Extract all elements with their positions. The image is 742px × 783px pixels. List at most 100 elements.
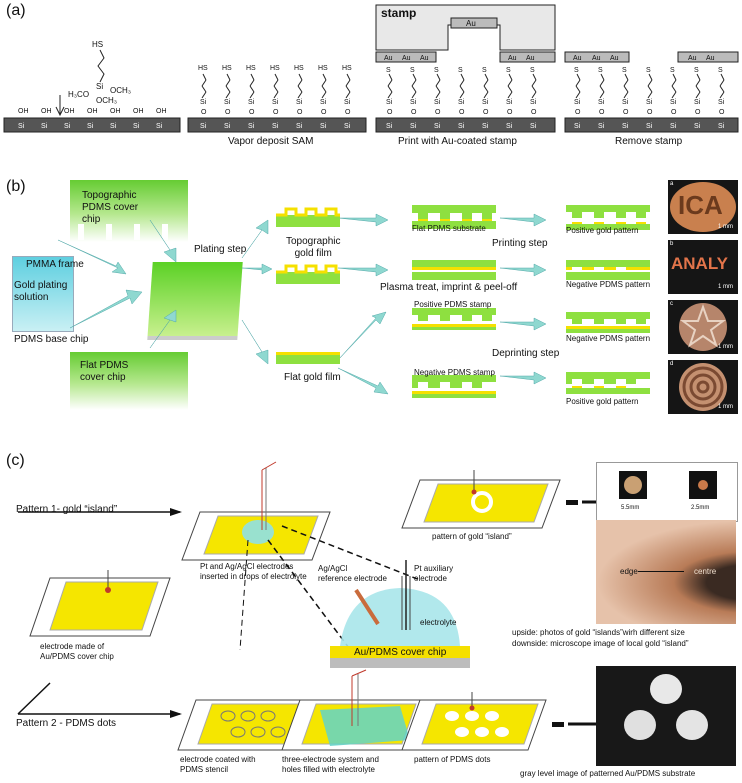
au-label: Au — [402, 55, 411, 62]
o-label: O — [387, 109, 393, 116]
chip-with-drop — [181, 461, 331, 561]
o-label: O — [647, 109, 653, 116]
o-label: O — [249, 109, 255, 116]
si-substrate-label: Si — [344, 123, 351, 130]
o-label: O — [695, 109, 701, 116]
au-label: Au — [610, 55, 619, 62]
bare-substrate — [3, 117, 181, 133]
downside-caption: downside: microscope image of local gold… — [512, 639, 689, 648]
size1-label: 5.5mm — [621, 505, 640, 511]
o-label: O — [225, 109, 231, 116]
neg-pdms-stack-2 — [566, 312, 650, 333]
caption-remove-stamp: Remove stamp — [615, 136, 683, 147]
microscope-image — [596, 520, 736, 624]
topo-gold-film-2 — [276, 264, 340, 284]
gray-dot-right — [676, 710, 708, 740]
topo-cover-chip — [70, 180, 188, 242]
s-label: S — [410, 67, 415, 74]
edge-arrow — [638, 571, 684, 572]
sam-chains: HSSiOSiHSSiOSiHSSiOSiHSSiOSiHSSiOSiHSSiO… — [198, 65, 352, 130]
pos-stamp-stack — [412, 308, 496, 330]
topo-gold-film — [276, 207, 340, 227]
oh-label: OH — [87, 108, 98, 115]
au-label: Au — [420, 55, 429, 62]
s-label: S — [386, 67, 391, 74]
o-label: O — [435, 109, 441, 116]
flat-gold-label: Flat gold film — [284, 372, 341, 383]
stamp-label: stamp — [381, 6, 417, 20]
si-label: Si — [156, 123, 163, 130]
gray-dot-left — [624, 710, 656, 740]
si-label: Si — [133, 123, 140, 130]
o-label: O — [507, 109, 513, 116]
gold-solution-label: Gold plating solution — [14, 280, 68, 303]
gray-level-image — [596, 666, 736, 766]
star-pattern — [679, 303, 727, 351]
pdms-dots — [445, 711, 509, 737]
photo-star: c 1 mm — [668, 300, 738, 354]
si-substrate-label: Si — [200, 123, 207, 130]
si-chain-label: Si — [224, 99, 231, 106]
si-label: Si — [110, 123, 117, 130]
si-substrate-label: Si — [320, 123, 327, 130]
pattern1-label: Pattern 1- gold “island” — [16, 504, 118, 515]
printing-step-label: Printing step — [492, 238, 548, 249]
flat-gold-film — [276, 352, 340, 364]
flat-substrate-stack — [412, 205, 496, 229]
au-label: Au — [384, 55, 393, 62]
photo-rings-scale: 1 mm — [718, 404, 733, 410]
pdms-dot — [485, 711, 499, 721]
pdms-dot — [495, 727, 509, 737]
si-chain-label: Si — [296, 99, 303, 106]
photo-rings: d 1 mm — [668, 360, 738, 414]
pt-agcl-label: Pt and Ag/AgCl electrodes inserted in dr… — [200, 562, 307, 581]
print-chains: SSiOSiSSiOSiSSiOSiSSiOSiSSiOSiSSiOSiSSiO… — [384, 55, 537, 130]
molecule-h3co-label: H₃CO — [68, 90, 90, 99]
pmma-frame — [12, 256, 74, 332]
panel-a-letter: (a) — [6, 2, 26, 19]
caption-print-stamp: Print with Au-coated stamp — [398, 136, 517, 147]
si-substrate-label: Si — [506, 123, 513, 130]
si-chain-label: Si — [574, 99, 581, 106]
pos-gold-stack-1 — [566, 205, 650, 230]
stencil-hole — [260, 710, 276, 722]
si-substrate-label: Si — [434, 123, 441, 130]
sam-substrate — [187, 117, 367, 133]
au-label: Au — [508, 55, 517, 62]
gold-island-photo-large — [619, 471, 647, 499]
centre-label: centre — [694, 567, 717, 576]
oh-label: OH — [41, 108, 52, 115]
si-chain-label: Si — [718, 99, 725, 106]
photo-rings-letter: d — [670, 361, 674, 367]
o-label: O — [459, 109, 465, 116]
si-chain-label: Si — [344, 99, 351, 106]
electrochemical-cell — [330, 560, 470, 668]
cover-chip-label: Au/PDMS cover chip — [354, 647, 447, 658]
topo-cover-label: Topographic PDMS cover chip — [82, 190, 139, 225]
au-label: Au — [706, 55, 715, 62]
hs-label: HS — [198, 65, 208, 72]
base-chip-label: PDMS base chip — [14, 334, 89, 345]
s-label: S — [646, 67, 651, 74]
au-label: Au — [526, 55, 535, 62]
s-label: S — [598, 67, 603, 74]
s-label: S — [574, 67, 579, 74]
si-chain-label: Si — [434, 99, 441, 106]
stencil-hole — [270, 726, 286, 738]
pos-gold-stack-2 — [566, 372, 650, 394]
hs-label: HS — [222, 65, 232, 72]
plasma-stack — [412, 260, 496, 280]
o-label: O — [345, 109, 351, 116]
molecule-si-label: Si — [96, 82, 104, 91]
s-label: S — [506, 67, 511, 74]
si-chain-label: Si — [670, 99, 677, 106]
si-chain-label: Si — [272, 99, 279, 106]
neg-pdms-label-2: Negative PDMS pattern — [566, 334, 651, 343]
topo-cover-grooves — [78, 224, 168, 240]
o-label: O — [623, 109, 629, 116]
si-label: Si — [64, 123, 71, 130]
o-label: O — [575, 109, 581, 116]
si-substrate-label: Si — [622, 123, 629, 130]
